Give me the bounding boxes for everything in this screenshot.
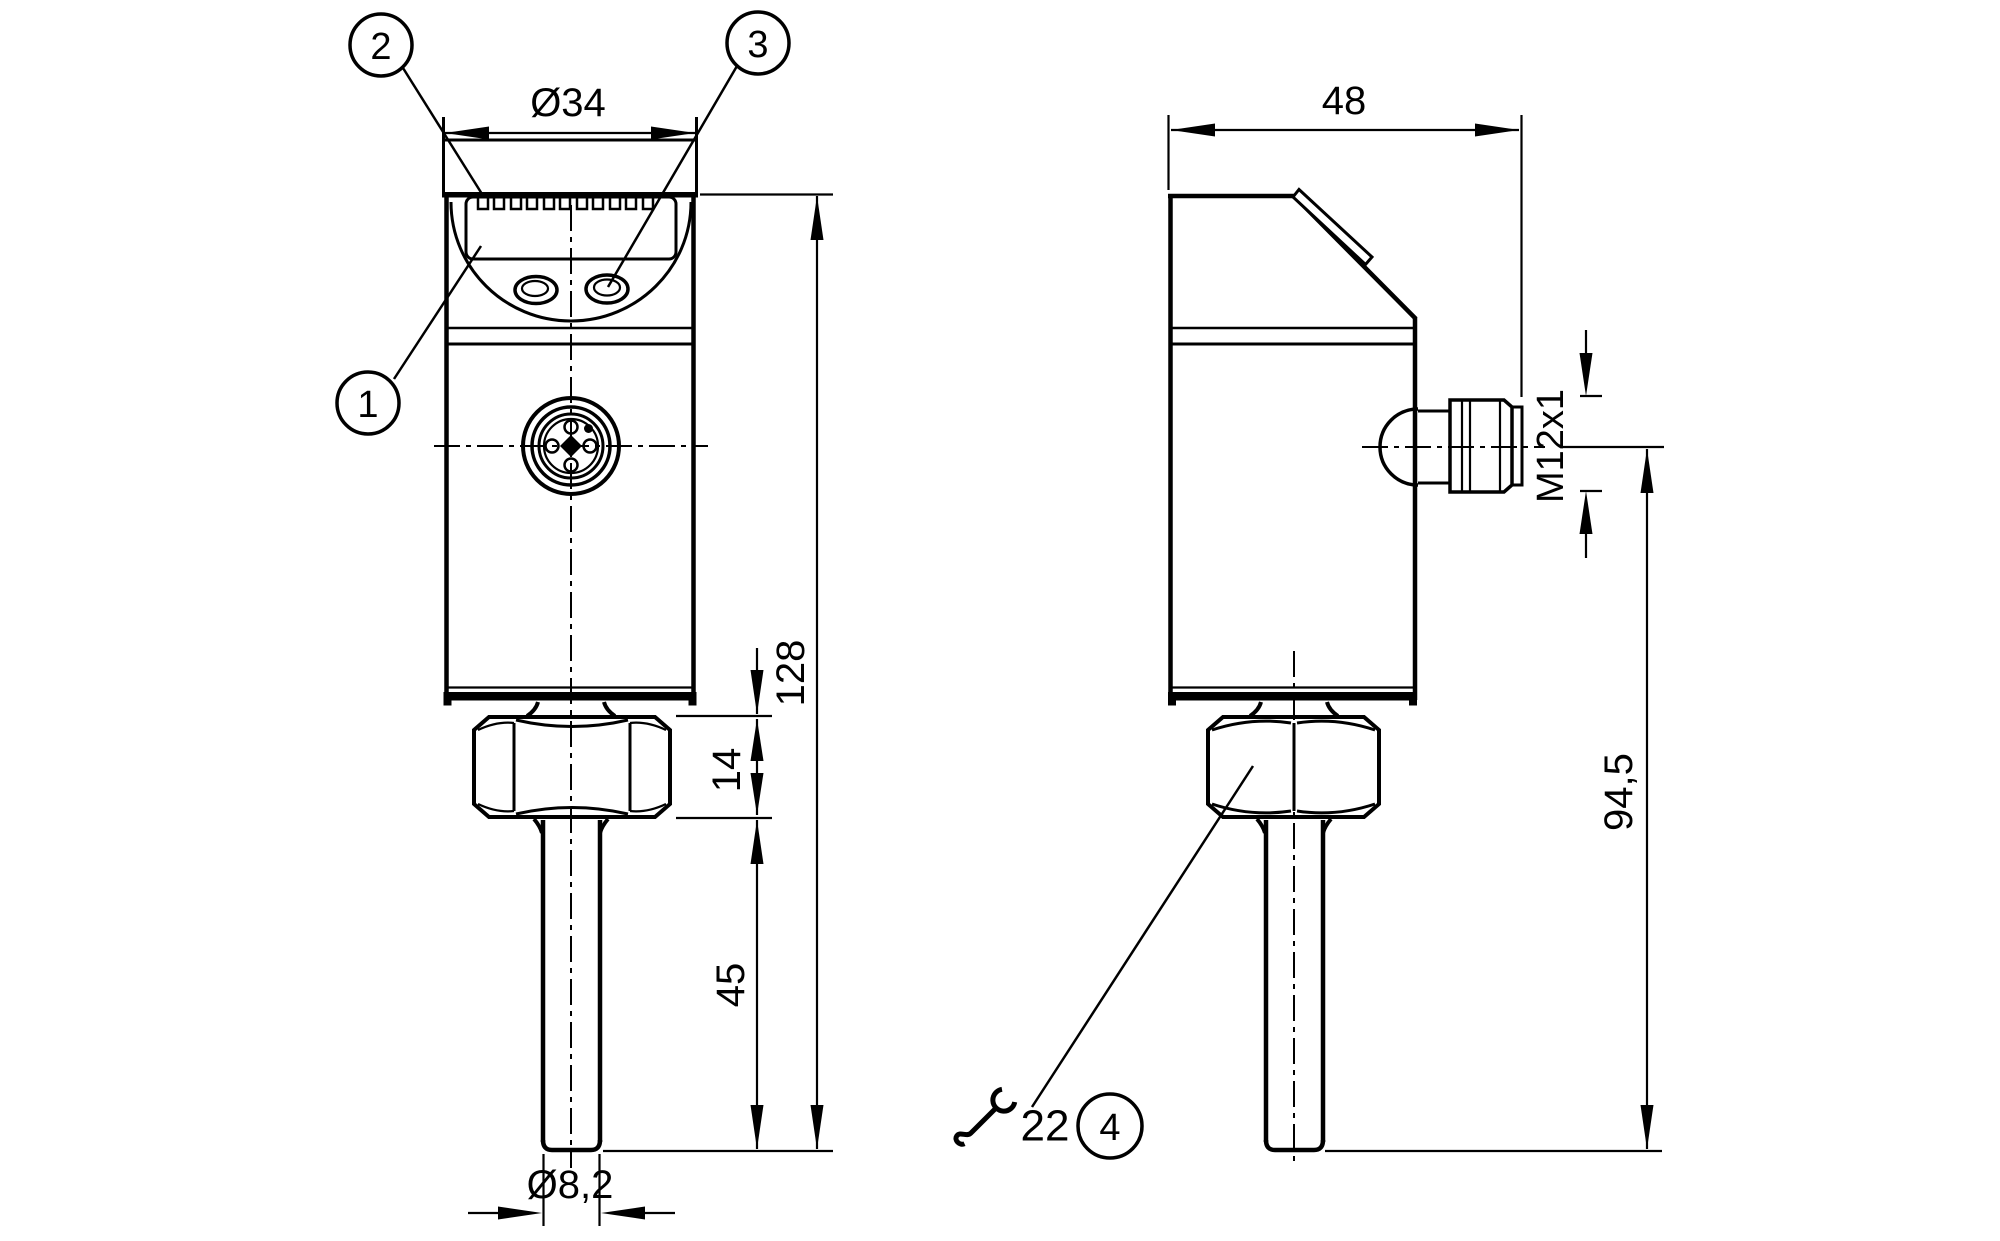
- callout-housing-head: 2: [348, 12, 484, 195]
- front-display-front-edge: [442, 192, 698, 198]
- dim-housing-depth: 48: [1167, 79, 1523, 397]
- left-button-inner: [520, 279, 550, 298]
- callout-2-label: 2: [370, 26, 391, 68]
- dim-probe-length: 45: [709, 820, 764, 1149]
- callout-4-label: 4: [1099, 1107, 1120, 1149]
- front-probe: [540, 820, 603, 1153]
- wrench-icon: [953, 1086, 1018, 1147]
- display-segment-ticks: [476, 198, 655, 211]
- dim-probe-diameter: Ø8,2: [468, 1154, 675, 1226]
- front-flange-lip-right: [688, 692, 697, 706]
- callout-4-leader: [1030, 765, 1255, 1108]
- connector-orientation-notch: [584, 424, 593, 433]
- wrench-size-label: 22: [1021, 1102, 1070, 1151]
- right-button-inner: [592, 278, 622, 297]
- left-button: [513, 274, 559, 306]
- dim-connector-thread: M12x1: [1530, 330, 1602, 558]
- front-flange-lip-left: [443, 692, 452, 706]
- dim-tip-to-axis: 94,5: [1325, 445, 1664, 1153]
- front-neck: [525, 701, 617, 718]
- dim-overall-length-label: 128: [769, 640, 813, 707]
- callout-3-label: 3: [747, 24, 768, 66]
- dim-head-diameter: Ø34: [445, 81, 695, 140]
- connector-tip: [1512, 405, 1524, 487]
- dim-housing-depth-label: 48: [1322, 79, 1367, 123]
- side-neck: [1248, 701, 1340, 718]
- front-view: [434, 117, 708, 1168]
- callout-1-label: 1: [357, 384, 378, 426]
- dim-probe-length-label: 45: [709, 963, 753, 1008]
- dim-probe-diameter-label: Ø8,2: [527, 1163, 614, 1207]
- dim-nut-height-label: 14: [705, 748, 749, 793]
- side-flange-lip-left: [1168, 692, 1176, 706]
- side-flange-bar: [1168, 692, 1417, 701]
- side-view: [1168, 187, 1545, 1163]
- dim-nut-height: 14: [676, 648, 772, 820]
- side-flange-lip-right: [1409, 692, 1417, 706]
- wrench-size-annotation: 22 4: [953, 765, 1255, 1160]
- dim-tip-to-axis-label: 94,5: [1597, 753, 1641, 831]
- dim-overall-length: 128: [603, 193, 833, 1153]
- side-display-glass: [1290, 187, 1375, 267]
- right-button: [584, 273, 630, 305]
- display-bezel-arc: [449, 201, 693, 323]
- callout-pushbutton: 3: [606, 10, 791, 288]
- callout-4-circle: [1076, 1092, 1144, 1160]
- dim-head-diameter-label: Ø34: [530, 81, 606, 125]
- callout-display: 1: [335, 245, 483, 436]
